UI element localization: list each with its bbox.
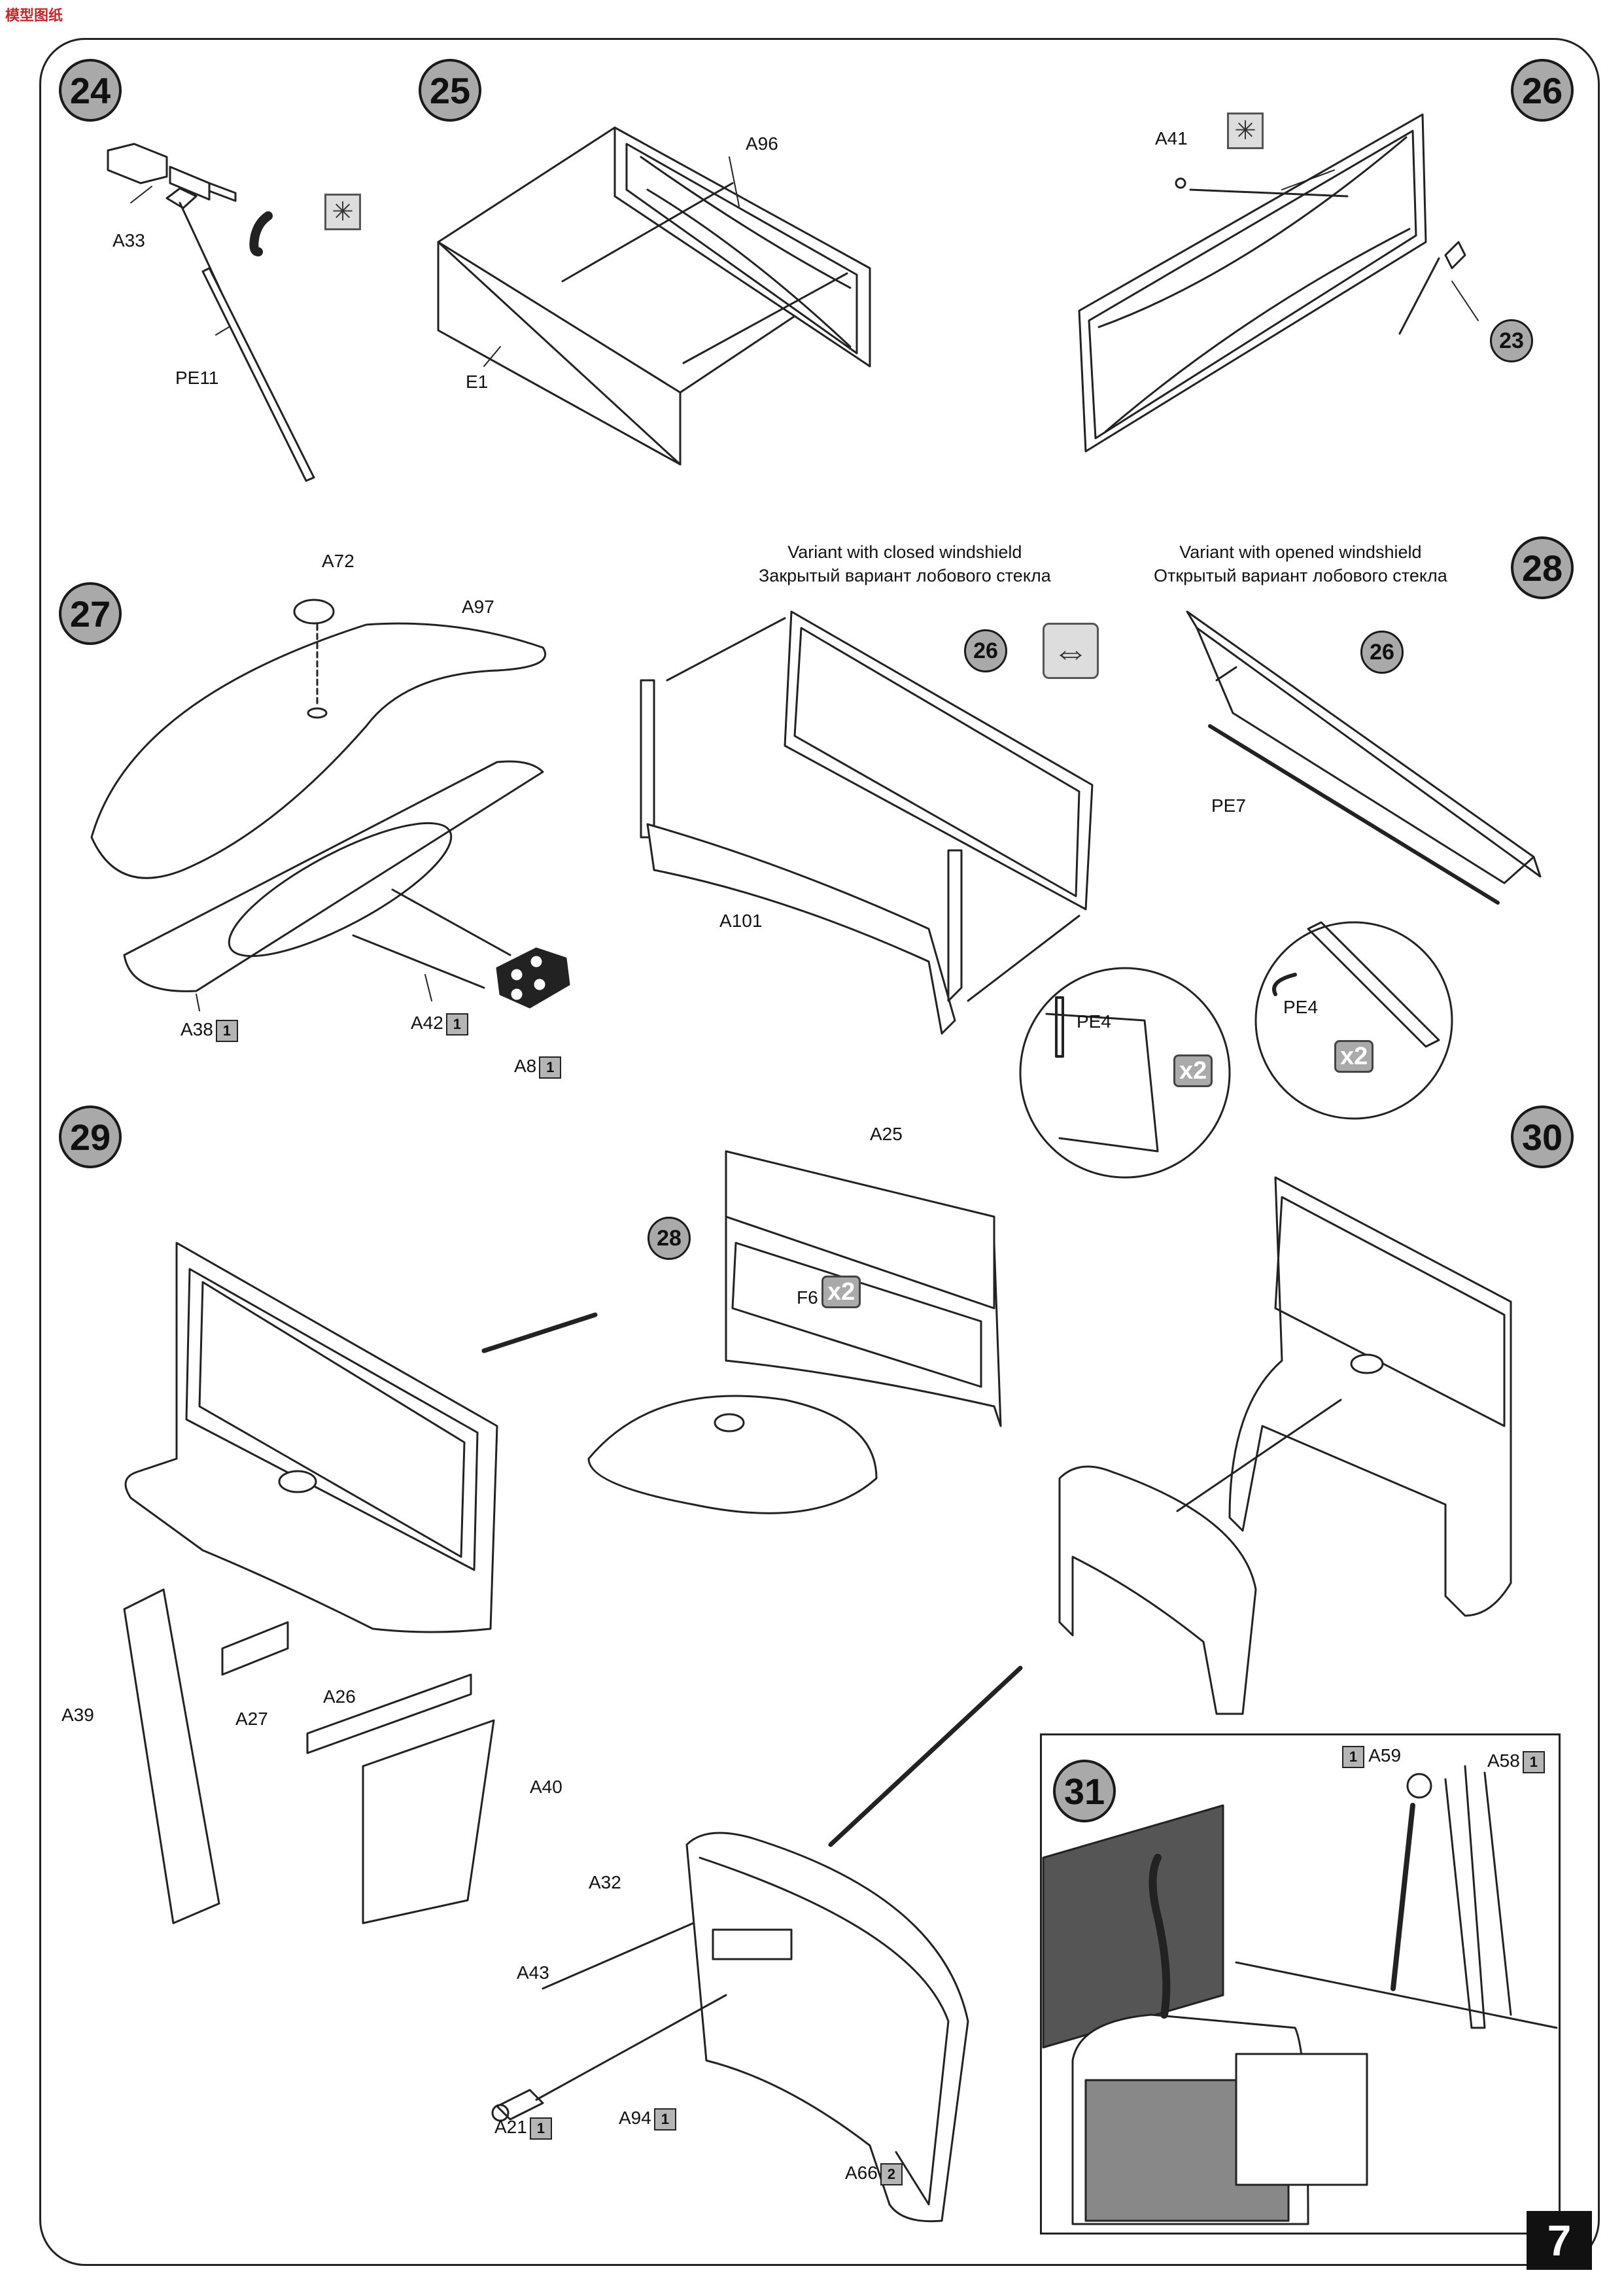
- sprue-number: 1: [215, 1019, 238, 1042]
- step-number-29: 29: [59, 1105, 122, 1168]
- quantity-x2: x2: [821, 1276, 861, 1308]
- variant-closed-note: Variant with closed windshield Закрытый …: [759, 540, 1051, 587]
- part-label-a43: A43: [517, 1962, 549, 1983]
- variant-closed-en: Variant with closed windshield: [787, 542, 1022, 562]
- step-number-31: 31: [1053, 1760, 1116, 1822]
- detail-circle-opened: [1254, 921, 1453, 1120]
- step-number-28: 28: [1511, 536, 1574, 599]
- detail-circle-closed: [1019, 967, 1231, 1179]
- part-label-a101: A101: [719, 911, 763, 931]
- step-number-27: 27: [59, 582, 122, 645]
- sprue-number: 1: [1522, 1750, 1545, 1773]
- variant-opened-note: Variant with opened windshield Открытый …: [1154, 540, 1447, 587]
- part-label-a39: A39: [61, 1705, 94, 1725]
- closed-windshield-drawing: [640, 610, 1094, 1035]
- variant-closed-ru: Закрытый вариант лобового стекла: [759, 566, 1051, 585]
- part-label-a32: A32: [589, 1872, 621, 1892]
- sprue-number: 1: [1342, 1745, 1364, 1768]
- part-label-a97: A97: [462, 597, 494, 617]
- step31-inset: [1040, 1733, 1561, 2235]
- frame-box-drawing: [437, 126, 871, 466]
- part-label-pe4: PE4: [1283, 997, 1318, 1017]
- step-number-24: 24: [59, 59, 122, 122]
- radiator-shell-drawing: [491, 1665, 1023, 2223]
- wiper-drawing: [107, 143, 315, 482]
- ref-step-23: 23: [1490, 319, 1533, 362]
- sprue-number: 1: [445, 1013, 468, 1035]
- part-label-e1: E1: [466, 372, 489, 392]
- cement-icon: ✳: [324, 194, 361, 230]
- part-label-a41: A41: [1155, 128, 1188, 148]
- engine-bay-drawing: [1042, 1765, 1558, 2225]
- part-label-pe4: PE4: [1077, 1011, 1111, 1032]
- part-label-a59: 1 A59: [1339, 1745, 1401, 1768]
- alternative-variant-icon: ⇔: [1043, 623, 1099, 679]
- step-number-26: 26: [1511, 59, 1574, 122]
- quantity-x2: x2: [1334, 1040, 1374, 1073]
- quantity-x2: x2: [1173, 1054, 1213, 1087]
- part-label-pe7: PE7: [1211, 795, 1246, 816]
- part-label-a26: A26: [323, 1686, 356, 1707]
- part-label-f6: F6: [797, 1287, 818, 1308]
- part-label-a33: A33: [112, 230, 145, 251]
- sprue-number: 1: [539, 1056, 562, 1079]
- variant-opened-ru: Открытый вариант лобового стекла: [1154, 566, 1447, 585]
- opened-windshield-drawing: [1186, 610, 1542, 905]
- step-number-30: 30: [1511, 1105, 1574, 1168]
- cowl-frame-assembly-drawing: [587, 1150, 1002, 1514]
- windshield-wiper-drawing: [1078, 113, 1479, 453]
- ref-step-28: 28: [648, 1217, 691, 1260]
- page-number: 7: [1527, 2211, 1592, 2270]
- sprue-number: 2: [880, 2163, 903, 2185]
- step30-assembly-drawing: [1058, 1176, 1512, 1715]
- sprue-number: 1: [529, 2117, 552, 2140]
- cowl-drawing: [90, 599, 570, 1011]
- brand-logo: 模型图纸: [5, 7, 63, 24]
- step-number-25: 25: [419, 59, 481, 122]
- sprue-number: 1: [653, 2108, 676, 2131]
- part-label-a72: A72: [322, 551, 354, 571]
- variant-opened-en: Variant with opened windshield: [1179, 542, 1422, 562]
- part-label-a40: A40: [530, 1777, 562, 1797]
- cab-front-drawing: [123, 1242, 598, 1924]
- cement-icon: ✳: [1227, 113, 1264, 149]
- ref-step-26: 26: [1360, 631, 1404, 674]
- page-frame: [39, 38, 1600, 2266]
- part-label-a96: A96: [746, 133, 778, 154]
- part-label-a27: A27: [235, 1709, 268, 1729]
- part-label-a25: A25: [870, 1124, 903, 1144]
- ref-step-26: 26: [964, 629, 1007, 672]
- part-label-pe11: PE11: [175, 368, 219, 388]
